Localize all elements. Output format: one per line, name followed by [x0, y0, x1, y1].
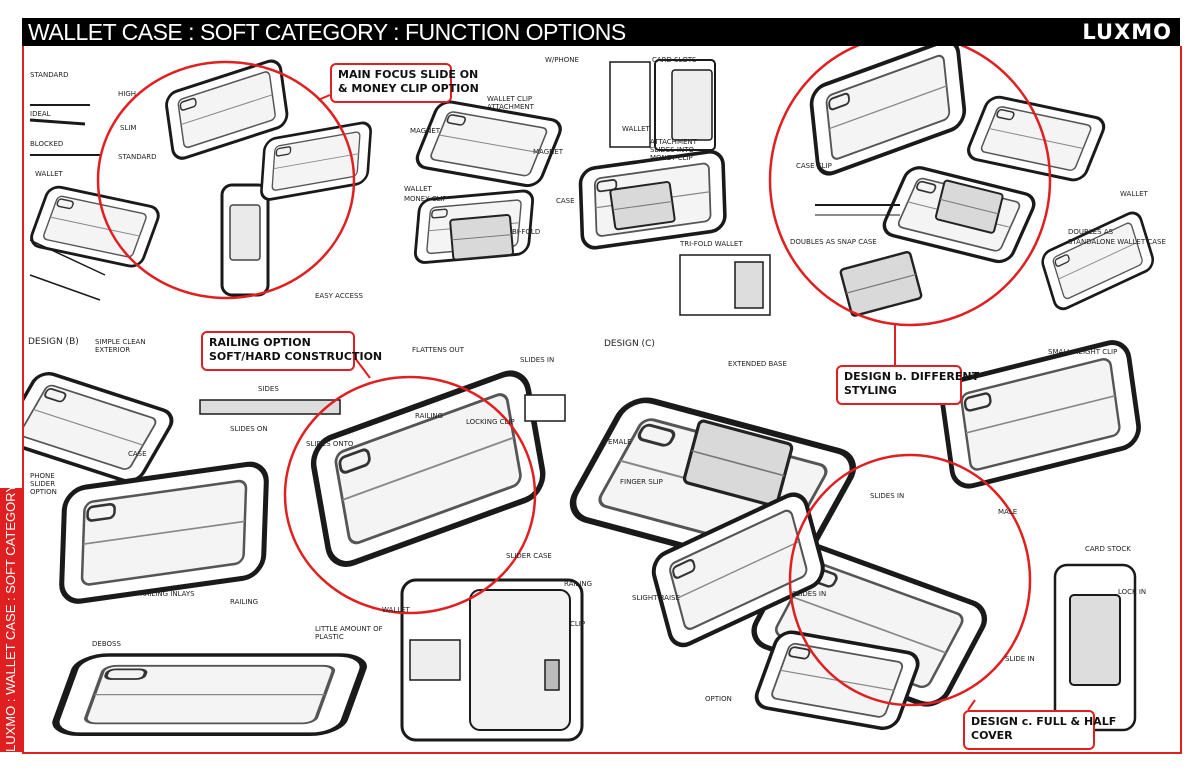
- focus-circle-design-b: [768, 46, 1052, 327]
- sketch-panel-bottom-right: [564, 339, 1141, 733]
- side-tab: LUXMO : WALLET CASE : SOFT CATEGORY: [0, 483, 22, 752]
- sheet-frame: [22, 46, 1182, 754]
- callout-design-c-line2: COVER: [971, 729, 1013, 742]
- focus-circles: [96, 46, 1052, 707]
- focus-circle-railing: [283, 375, 537, 615]
- callout-leaders: [317, 94, 976, 711]
- sketch-panel-bottom-left: [24, 367, 584, 742]
- callout-design-b-line2: STYLING: [844, 384, 897, 397]
- sketch-artwork: [24, 46, 1157, 742]
- callout-main-focus-line2: & MONEY CLIP OPTION: [338, 82, 479, 95]
- luxmo-logo: LUXMO: [1082, 20, 1172, 44]
- sketch-panel-top-right: [810, 46, 1157, 318]
- header-bar: WALLET CASE : SOFT CATEGORY : FUNCTION O…: [22, 18, 1180, 46]
- callout-railing: RAILING OPTION SOFT/HARD CONSTRUCTION: [201, 331, 383, 371]
- callout-main-focus: MAIN FOCUS SLIDE ON & MONEY CLIP OPTION: [330, 63, 479, 103]
- callout-design-b-line1: DESIGN b. DIFFERENT: [844, 370, 980, 383]
- callout-railing-line2: SOFT/HARD CONSTRUCTION: [209, 350, 383, 363]
- sketch-panel-top-middle: [411, 59, 771, 316]
- page-title: WALLET CASE : SOFT CATEGORY : FUNCTION O…: [28, 19, 626, 45]
- callout-design-c: DESIGN c. FULL & HALF COVER: [963, 710, 1117, 750]
- callout-design-c-line1: DESIGN c. FULL & HALF: [971, 715, 1117, 728]
- focus-circle-main: [96, 60, 356, 300]
- callout-main-focus-line1: MAIN FOCUS SLIDE ON: [338, 68, 479, 81]
- side-tab-label: LUXMO : WALLET CASE : SOFT CATEGORY: [3, 483, 18, 752]
- callout-railing-line1: RAILING OPTION: [209, 336, 311, 349]
- sketch-panel-top-left: [26, 56, 373, 301]
- callout-design-b: DESIGN b. DIFFERENT STYLING: [836, 365, 980, 405]
- focus-circle-design-c: [788, 453, 1032, 707]
